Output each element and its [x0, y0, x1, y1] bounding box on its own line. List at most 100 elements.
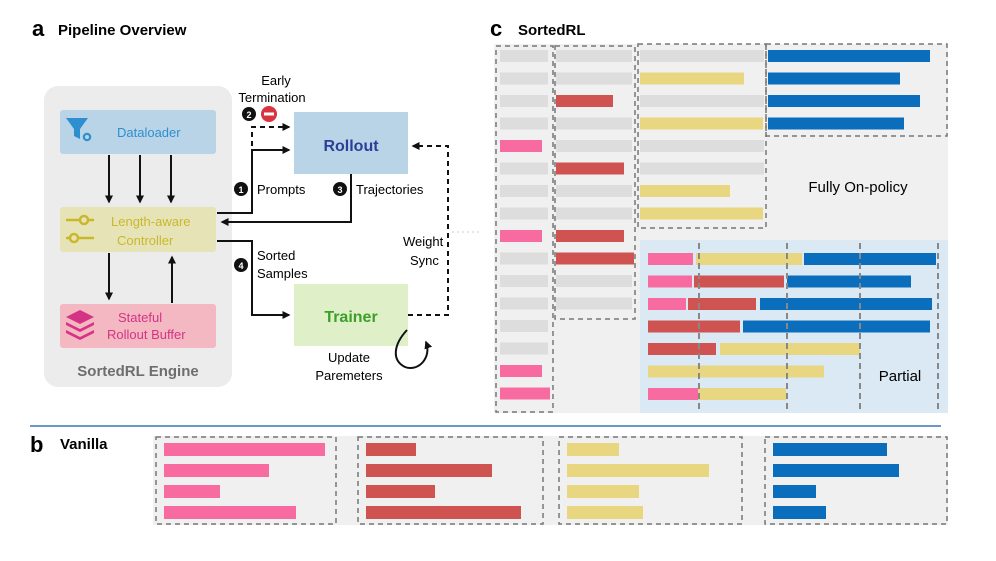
stop-icon	[261, 106, 277, 122]
vanilla-group-box	[155, 436, 337, 525]
partial-bar	[648, 365, 824, 378]
prompt-bar	[500, 365, 542, 377]
controller-label-line2: Controller	[117, 233, 174, 248]
stage2-bar	[556, 230, 624, 242]
idle-bar	[500, 185, 548, 197]
dataloader-box	[60, 110, 216, 154]
idle-bar	[500, 342, 548, 355]
buffer-label-line2: Rollout Buffer	[107, 327, 186, 342]
idle-bar	[640, 50, 764, 62]
idle-bar	[556, 297, 632, 310]
step-3-label: Trajectories	[356, 182, 424, 197]
stage2-bar	[556, 95, 613, 107]
buffer-box	[60, 304, 216, 348]
vanilla-bar	[773, 464, 899, 477]
step-4-badge	[234, 258, 248, 272]
dataloader-label: Dataloader	[117, 125, 181, 140]
vanilla-bar	[773, 485, 816, 498]
stage2-bar	[556, 252, 634, 265]
stage4-bar	[768, 50, 930, 62]
step-1-label: Prompts	[257, 182, 306, 197]
idle-bar	[556, 140, 632, 152]
vanilla-bar	[567, 506, 643, 519]
step-4-label-line2: Samples	[257, 266, 308, 281]
partial-bar	[648, 298, 686, 310]
idle-bar	[500, 162, 548, 175]
idle-bar	[640, 95, 764, 107]
idle-bar	[640, 140, 764, 152]
vanilla-group-box	[764, 436, 948, 525]
step-2-number: 2	[246, 110, 251, 120]
idle-bar	[556, 275, 632, 287]
panel-b: b Vanilla	[30, 432, 948, 525]
weight-sync-line1: Weight	[403, 234, 444, 249]
stage4-bar	[768, 117, 904, 130]
vanilla-bar	[366, 506, 521, 519]
flow-arrows	[217, 123, 449, 370]
vanilla-bar	[164, 485, 220, 498]
vanilla-groups	[155, 436, 948, 525]
stage-box-4	[765, 43, 948, 137]
partial-dividers	[698, 243, 939, 413]
partial-label: Partial	[879, 368, 922, 385]
partial-bar	[648, 253, 693, 265]
update-line1: Update	[328, 350, 370, 365]
idle-bar	[556, 50, 632, 62]
weight-sync-line2: Sync	[410, 253, 439, 268]
panel-c-letter: c	[490, 16, 502, 41]
fully-onpolicy-label: Fully On-policy	[808, 179, 908, 196]
idle-bar	[640, 162, 764, 175]
step-3-number: 3	[337, 185, 342, 195]
vanilla-bar	[366, 485, 435, 498]
step-4-label-line1: Sorted	[257, 248, 295, 263]
panel-c-title: SortedRL	[518, 22, 586, 39]
vanilla-bar	[164, 443, 325, 456]
panel-a-title: Pipeline Overview	[58, 22, 187, 39]
idle-bar	[500, 252, 548, 265]
panel-a: a Pipeline Overview SortedRL Engine Data…	[32, 16, 480, 387]
panel-a-letter: a	[32, 16, 45, 41]
sortedrl-bars	[500, 50, 936, 400]
step-3-badge	[333, 182, 347, 196]
vanilla-bar	[366, 443, 416, 456]
engine-label: SortedRL Engine	[77, 363, 198, 380]
idle-bar	[500, 72, 548, 85]
vanilla-bar	[164, 464, 269, 477]
vanilla-bar	[567, 443, 619, 456]
sliders-icon	[66, 214, 94, 244]
vanilla-bar	[567, 485, 639, 498]
early-label-line2: Termination	[238, 90, 305, 105]
idle-bar	[500, 117, 548, 130]
partial-bar	[648, 320, 740, 333]
rollout-box	[294, 112, 408, 174]
idle-bar	[556, 207, 632, 220]
idle-bar	[556, 185, 632, 197]
stage3-bar	[640, 72, 744, 85]
vanilla-bar	[567, 464, 709, 477]
idle-bar	[500, 297, 548, 310]
vanilla-group-box	[558, 436, 743, 525]
trainer-box	[294, 284, 408, 346]
stage4-bar	[768, 72, 900, 85]
panel-b-title: Vanilla	[60, 436, 108, 453]
partial-bar	[787, 275, 911, 288]
stage3-bar	[640, 117, 763, 130]
partial-bar	[648, 343, 716, 355]
early-label-line1: Early	[261, 73, 291, 88]
partial-bar	[804, 253, 936, 265]
partial-bar	[694, 275, 784, 288]
stage2-bar	[556, 162, 624, 175]
stage-box-1	[495, 45, 554, 413]
controller-box	[60, 207, 216, 252]
stage3-bar	[640, 185, 730, 197]
panel-c: c SortedRL Fully On-policy Partial	[490, 16, 948, 413]
idle-bar	[500, 50, 548, 62]
rollout-label: Rollout	[323, 138, 379, 155]
prompt-bar	[500, 140, 542, 152]
step-1-badge	[234, 182, 248, 196]
partial-bar	[743, 320, 930, 333]
step-1-number: 1	[238, 185, 243, 195]
stage4-bar	[768, 95, 920, 107]
vanilla-bar	[164, 506, 296, 519]
